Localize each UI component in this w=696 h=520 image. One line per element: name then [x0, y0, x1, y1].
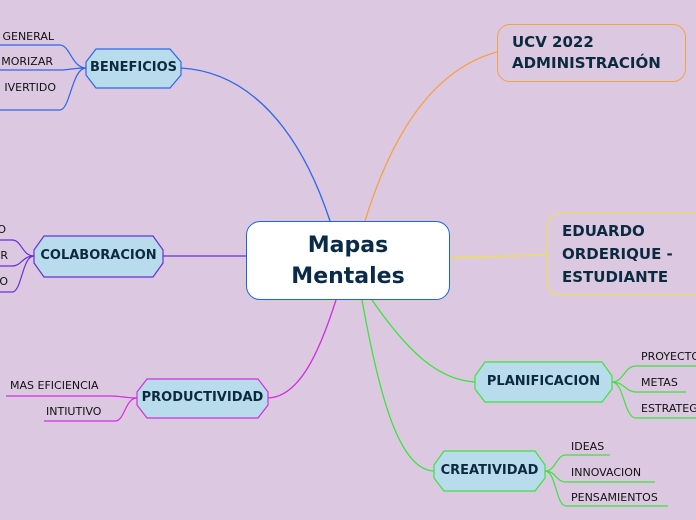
productividad-item-intiutivo[interactable]: INTIUTIVO — [46, 405, 102, 418]
central-topic[interactable]: Mapas Mentales — [246, 221, 450, 300]
hex-colaboracion[interactable] — [33, 235, 164, 278]
planificacion-item-estrategias[interactable]: ESTRATEGIAS — [641, 402, 696, 415]
hex-productividad[interactable] — [136, 378, 269, 419]
colaboracion-item-3[interactable]: O — [0, 275, 8, 288]
creatividad-item-ideas[interactable]: IDEAS — [571, 440, 605, 453]
link-productividad — [267, 299, 337, 399]
beneficios-item-general[interactable]: GENERAL — [2, 30, 54, 43]
beneficios-item-divertido[interactable]: IVERTIDO — [4, 81, 56, 94]
ucv-topic[interactable]: UCV 2022 ADMINISTRACIÓN — [497, 24, 686, 82]
link-ucv — [364, 51, 498, 222]
creatividad-item-innovacion[interactable]: INNOVACION — [571, 466, 642, 479]
link-creatividad — [361, 299, 435, 472]
colaboracion-item-2[interactable]: R — [0, 249, 8, 262]
colaboracion-item-1[interactable]: O — [0, 223, 6, 236]
author-topic-line2: ORDERIQUE - — [562, 245, 673, 263]
ucv-topic-line1: UCV 2022 — [512, 33, 594, 51]
author-topic[interactable]: EDUARDO ORDERIQUE - ESTUDIANTE — [547, 213, 696, 296]
central-topic-line2: Mentales — [291, 263, 405, 289]
hex-beneficios[interactable] — [85, 48, 182, 89]
ucv-topic-line2: ADMINISTRACIÓN — [512, 54, 661, 72]
link-author — [449, 254, 548, 259]
colaboracion-label: COLABORACION — [40, 248, 157, 263]
productividad-label: PRODUCTIVIDAD — [141, 390, 264, 405]
author-topic-line3: ESTUDIANTE — [562, 268, 669, 286]
planificacion-label: PLANIFICACION — [486, 374, 601, 389]
beneficios-label: BENEFICIOS — [89, 60, 178, 75]
link-planificacion — [371, 299, 476, 383]
link-beneficios — [180, 67, 331, 222]
hex-planificacion[interactable] — [474, 361, 613, 403]
central-topic-line1: Mapas — [307, 232, 389, 258]
productividad-item-mas-eficiencia[interactable]: MAS EFICIENCIA — [10, 379, 99, 392]
planificacion-item-proyecto[interactable]: PROYECTO — [641, 350, 696, 363]
hex-creatividad[interactable] — [433, 450, 546, 492]
creatividad-label: CREATIVIDAD — [440, 463, 539, 478]
creatividad-item-pensamientos[interactable]: PENSAMIENTOS — [571, 491, 658, 504]
planificacion-item-metas[interactable]: METAS — [641, 376, 678, 389]
author-topic-line1: EDUARDO — [562, 222, 645, 240]
beneficios-item-memorizar[interactable]: MORIZAR — [1, 55, 53, 68]
